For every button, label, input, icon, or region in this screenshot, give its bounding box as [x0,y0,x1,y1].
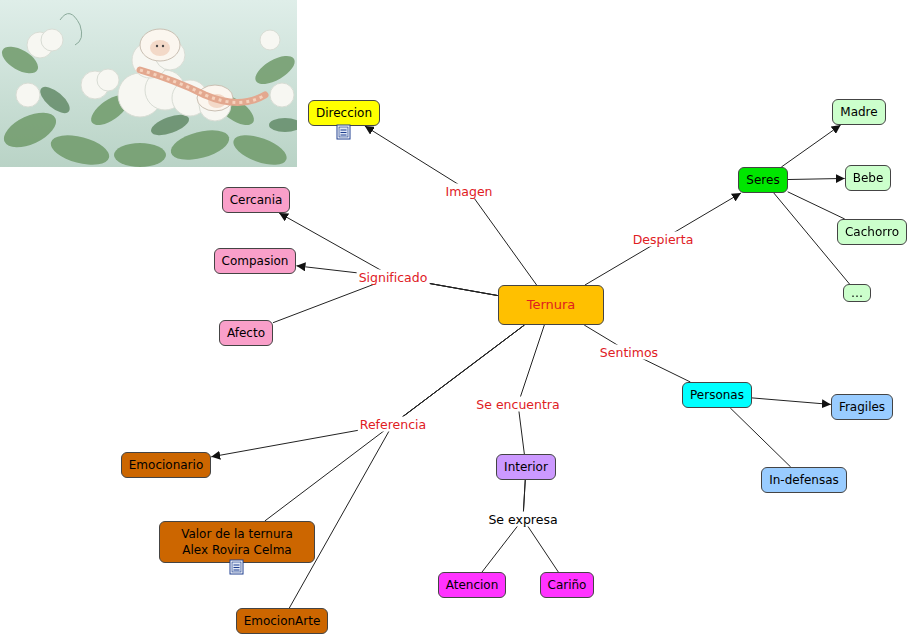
concept-box: … [843,284,871,302]
concept-box: Valor de la ternura Alex Rovira Celma [159,521,315,563]
connector [788,192,845,219]
concept-text: Cariño [548,578,587,592]
connector [296,266,498,296]
connector [518,325,544,454]
linking-phrase: Se expresa [486,512,559,527]
concept-text: EmocionArte [244,614,321,628]
concept-text: Seres [746,173,779,187]
document-icon [337,125,350,139]
linking-phrase: Referencia [358,417,428,432]
concept-text: Personas [690,388,744,402]
illustration [0,0,297,167]
connector [730,408,790,467]
connector [752,398,831,405]
concept-text: In-defensas [769,473,839,487]
concept-text: Fragiles [839,400,885,414]
connector [365,126,537,285]
concept-text: Madre [840,105,877,119]
connector [788,178,845,179]
concept-box: In-defensas [761,467,847,493]
linking-phrase: Se encuentra [474,397,561,412]
concept-text: Interior [504,460,548,474]
connector [585,193,741,285]
central-concept: Ternura [498,285,604,325]
concept-box: Fragiles [831,394,893,420]
concept-box: Madre [832,99,885,125]
concept-text: Cercania [230,193,283,207]
concept-box: Emocionario [121,452,211,478]
linking-phrase: Imagen [443,184,494,199]
linking-phrase: Sentimos [598,345,660,360]
concept-text: Ternura [527,297,576,313]
concept-text: Compasion [222,254,289,268]
concept-box: Cercania [222,187,291,213]
concept-box: Interior [496,454,556,480]
concept-box: Afecto [219,320,273,346]
concept-box: Seres [738,167,787,193]
connector [584,325,690,382]
concept-text: Atencion [446,578,499,592]
concept-box: Cachorro [837,219,907,245]
concept-box: Compasion [214,248,297,274]
connector [781,125,840,167]
concept-box: EmocionArte [236,608,329,634]
linking-phrase: Despierta [631,232,696,247]
connector [279,213,498,296]
concept-text: Bebe [853,171,884,185]
connector [289,325,524,608]
concept-text: Cachorro [845,225,899,239]
concept-text: Direccion [316,106,372,120]
concept-text: Emocionario [129,458,203,472]
concept-text: … [851,286,863,300]
concept-box: Bebe [845,165,892,191]
concept-box: Cariño [540,572,595,598]
concept-box: Direccion [308,100,380,126]
concept-text: Afecto [227,326,265,340]
concept-text: Valor de la ternura Alex Rovira Celma [181,527,293,557]
concept-box: Personas [682,382,752,408]
concept-box: Atencion [438,572,507,598]
linking-phrase: Significado [357,270,430,285]
